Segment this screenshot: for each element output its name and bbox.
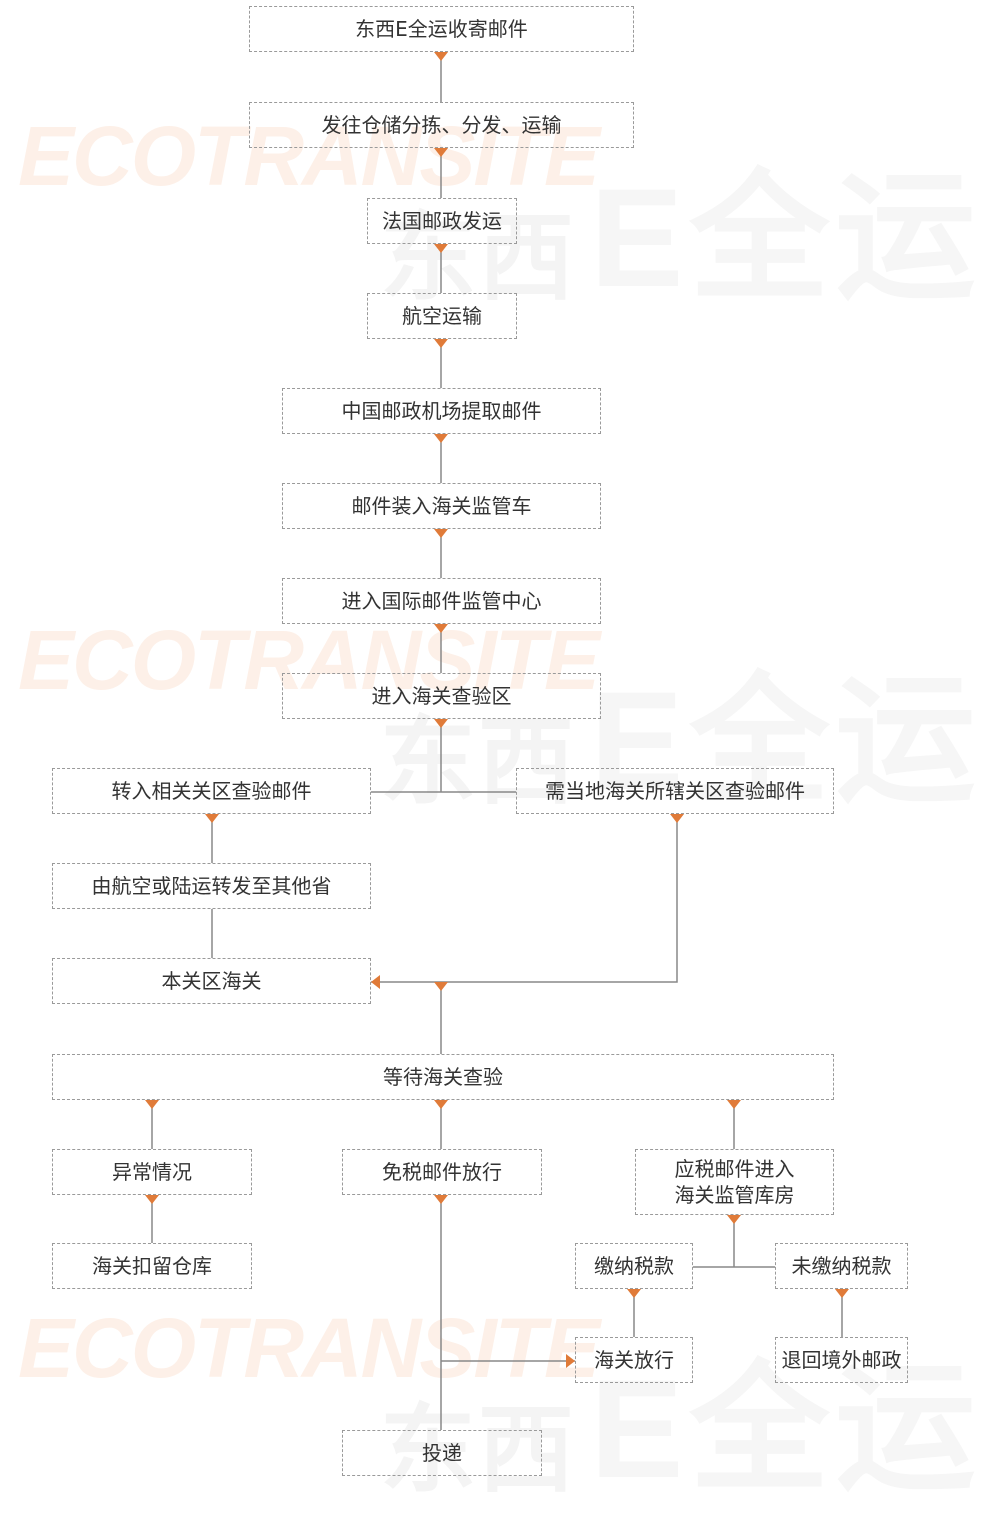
arrow-head	[371, 975, 380, 989]
connector-line	[371, 814, 678, 983]
node-taxable-warehouse[interactable]: 应税邮件进入 海关监管库房	[635, 1149, 834, 1215]
node-la-poste-dispatch[interactable]: 法国邮政发运	[367, 198, 517, 244]
node-local-customs[interactable]: 本关区海关	[52, 958, 371, 1004]
node-transfer-inspection[interactable]: 转入相关关区查验邮件	[52, 768, 371, 814]
node-abnormal[interactable]: 异常情况	[52, 1149, 252, 1195]
arrow-head	[145, 1100, 159, 1109]
node-air-transport[interactable]: 航空运输	[367, 293, 517, 339]
arrow-head	[434, 624, 448, 633]
node-await-inspection[interactable]: 等待海关查验	[52, 1054, 834, 1100]
connector-lines	[145, 52, 849, 1430]
arrow-head	[205, 814, 219, 823]
arrow-head	[434, 148, 448, 157]
arrow-head	[434, 529, 448, 538]
arrow-head	[566, 1354, 575, 1368]
node-pay-tax[interactable]: 缴纳税款	[575, 1243, 693, 1289]
arrow-head	[434, 244, 448, 253]
node-taxable-warehouse-line2: 海关监管库房	[674, 1183, 795, 1207]
arrow-head	[670, 814, 684, 823]
node-inspection-area[interactable]: 进入海关查验区	[282, 673, 601, 719]
arrow-head	[434, 339, 448, 348]
arrow-head	[835, 1289, 849, 1298]
node-unpaid-tax[interactable]: 未缴纳税款	[775, 1243, 908, 1289]
node-customs-detention[interactable]: 海关扣留仓库	[52, 1243, 252, 1289]
node-mail-supervision-center[interactable]: 进入国际邮件监管中心	[282, 578, 601, 624]
flowchart: ECOTRANSITE 东西 E全运 ECOTRANSITE 东西 E全运 EC…	[18, 6, 908, 1504]
arrow-head	[727, 1100, 741, 1109]
node-local-customs-inspection[interactable]: 需当地海关所辖关区查验邮件	[516, 768, 834, 814]
node-customs-vehicle[interactable]: 邮件装入海关监管车	[282, 483, 601, 529]
node-receive-mail[interactable]: 东西E全运收寄邮件	[249, 6, 634, 52]
arrow-head	[434, 719, 448, 728]
node-warehouse-sorting[interactable]: 发往仓储分拣、分发、运输	[249, 102, 634, 148]
arrow-head	[434, 1195, 448, 1204]
arrow-head	[434, 52, 448, 61]
node-forward-other-province[interactable]: 由航空或陆运转发至其他省	[52, 863, 371, 909]
arrow-head	[434, 982, 448, 991]
node-duty-free-release[interactable]: 免税邮件放行	[342, 1149, 542, 1195]
node-china-post-pickup[interactable]: 中国邮政机场提取邮件	[282, 388, 601, 434]
node-taxable-warehouse-line1: 应税邮件进入	[674, 1157, 795, 1181]
node-delivery[interactable]: 投递	[342, 1430, 542, 1476]
arrow-head	[434, 1100, 448, 1109]
arrow-head	[627, 1289, 641, 1298]
arrow-head	[434, 434, 448, 443]
arrow-head	[145, 1195, 159, 1204]
node-customs-release[interactable]: 海关放行	[575, 1337, 693, 1383]
node-return-foreign-post[interactable]: 退回境外邮政	[775, 1337, 908, 1383]
arrow-head	[727, 1215, 741, 1224]
